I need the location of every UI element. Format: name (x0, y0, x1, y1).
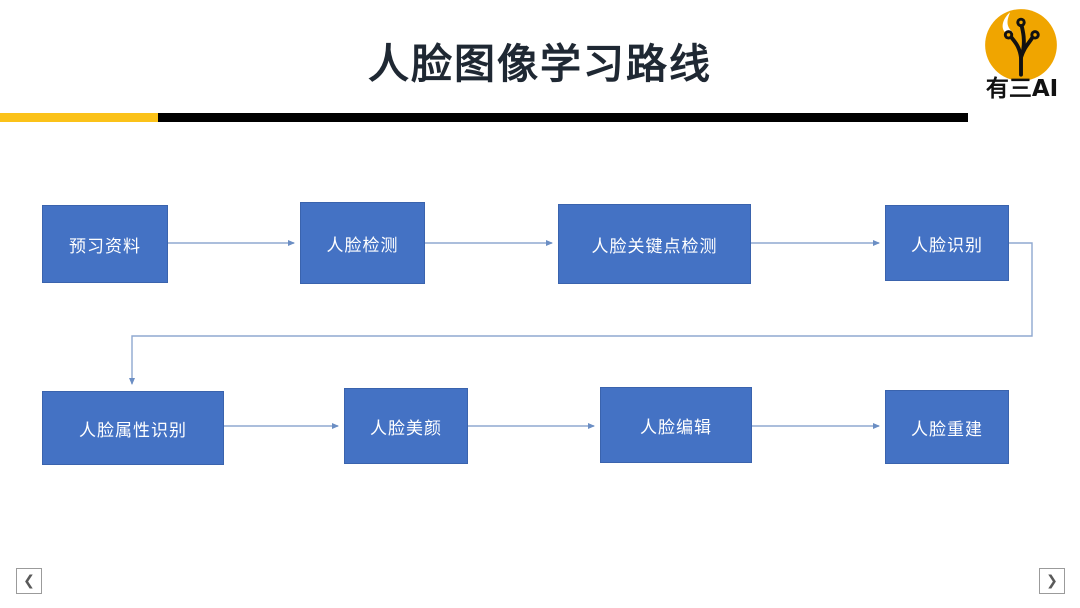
divider-bar (158, 113, 968, 122)
page-title: 人脸图像学习路线 (368, 40, 712, 88)
chevron-right-icon: ❯ (1046, 573, 1058, 589)
next-slide-button[interactable]: ❯ (1039, 568, 1065, 594)
flow-box-detect[interactable]: 人脸检测 (300, 202, 425, 284)
neural-flame-logo-icon (985, 9, 1057, 81)
flow-box-attribute[interactable]: 人脸属性识别 (42, 391, 224, 465)
previous-slide-button[interactable]: ❮ (16, 568, 42, 594)
chevron-left-icon: ❮ (23, 573, 35, 589)
brand-logo-text: 有三AI (985, 76, 1059, 102)
flow-box-prep[interactable]: 预习资料 (42, 205, 168, 283)
flow-box-rebuild[interactable]: 人脸重建 (885, 390, 1009, 464)
flow-box-edit[interactable]: 人脸编辑 (600, 387, 752, 463)
flow-box-landmark[interactable]: 人脸关键点检测 (558, 204, 751, 284)
brand-logo: 有三AI (972, 6, 1072, 104)
flow-box-beauty[interactable]: 人脸美颜 (344, 388, 468, 464)
flow-box-recognize[interactable]: 人脸识别 (885, 205, 1009, 281)
divider-accent (0, 113, 158, 122)
